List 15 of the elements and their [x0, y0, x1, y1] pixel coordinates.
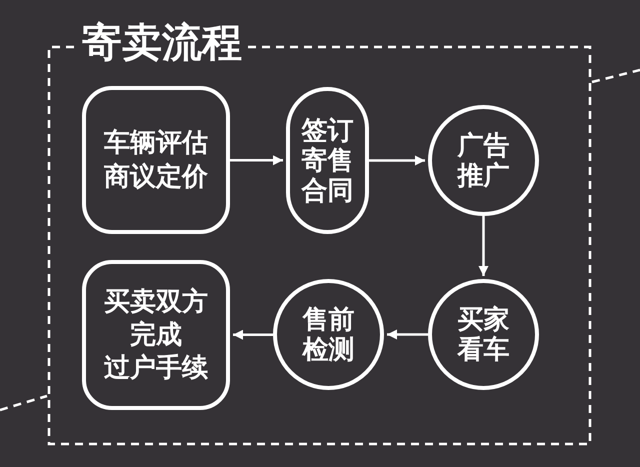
node-label: 签订寄售合同 — [302, 116, 354, 206]
node-label: 售前检测 — [302, 304, 354, 364]
node-label: 车辆评估商议定价 — [104, 127, 208, 194]
arrow — [233, 330, 273, 340]
process-box — [82, 260, 230, 410]
arrow — [387, 330, 428, 340]
node-label: 买家看车 — [458, 304, 510, 364]
arrow — [230, 155, 283, 166]
arrow — [478, 216, 488, 276]
process-pill — [286, 87, 369, 234]
diagram-title: 寄卖流程 — [81, 21, 243, 65]
process-box — [82, 86, 230, 234]
arrow — [369, 156, 425, 166]
node-label: 买卖双方完成过户手续 — [104, 286, 208, 384]
node-label: 广告推广 — [458, 130, 510, 190]
